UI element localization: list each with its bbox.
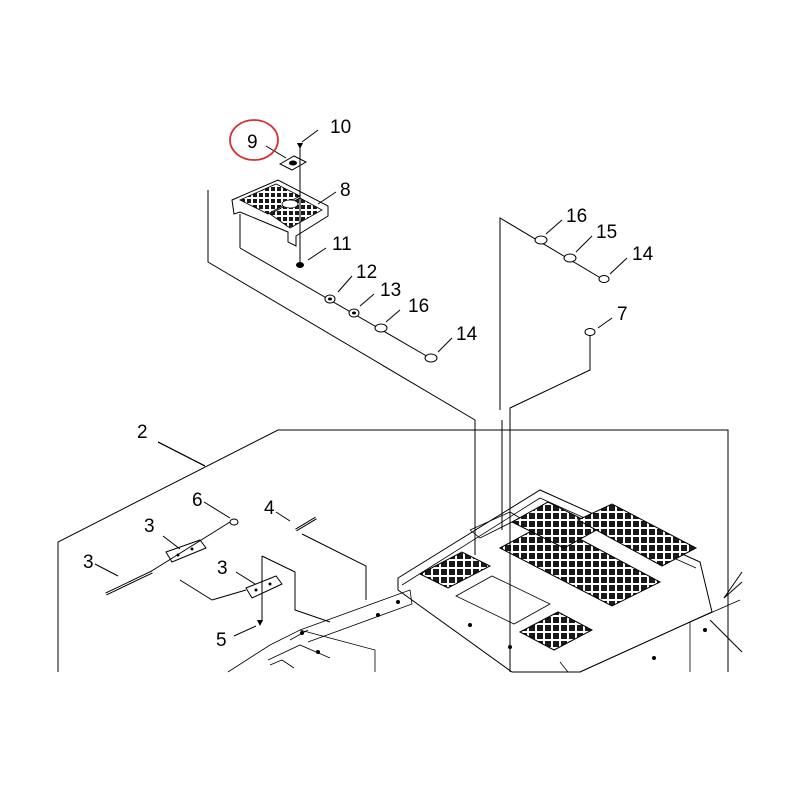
bolt-14b	[598, 275, 610, 283]
spacer-16b	[534, 235, 548, 245]
bracket-8	[231, 179, 329, 247]
grille-left	[418, 551, 492, 589]
hinge-3c	[245, 575, 283, 599]
washer-13	[348, 308, 360, 318]
clip-6	[229, 518, 239, 526]
washer-12	[324, 294, 336, 304]
nut-11	[296, 262, 304, 268]
highlight-circle	[229, 119, 279, 161]
bolt-14a	[424, 353, 438, 363]
callout-10: 10	[330, 117, 351, 138]
grille-bottom	[518, 611, 594, 651]
pin-4	[295, 516, 317, 532]
callout-9: 9	[247, 132, 258, 153]
callout-16a: 16	[408, 296, 429, 317]
callout-13: 13	[380, 280, 401, 301]
callout-3a: 3	[144, 516, 155, 537]
spacer-16a	[374, 323, 388, 333]
callout-7: 7	[617, 304, 628, 325]
callout-8: 8	[340, 180, 351, 201]
callout-4: 4	[264, 498, 275, 519]
callout-11: 11	[332, 234, 352, 255]
cover-panel	[397, 489, 743, 673]
grille-right	[576, 503, 698, 567]
callout-14a: 14	[456, 324, 478, 345]
callout-3c: 3	[217, 558, 228, 579]
callout-2: 2	[137, 422, 148, 443]
washer-15	[563, 253, 577, 263]
bolt-7	[584, 328, 596, 345]
callout-12: 12	[356, 262, 377, 283]
callout-3b: 3	[83, 552, 94, 573]
pin-3b	[105, 570, 153, 596]
hinge-3a	[165, 539, 207, 563]
callout-14b: 14	[632, 244, 654, 265]
callout-5: 5	[216, 630, 227, 651]
callout-15: 15	[596, 222, 617, 243]
plate-9	[278, 155, 308, 171]
callout-16b: 16	[566, 206, 587, 227]
callout-6: 6	[192, 490, 203, 511]
frame-structure	[227, 589, 413, 673]
